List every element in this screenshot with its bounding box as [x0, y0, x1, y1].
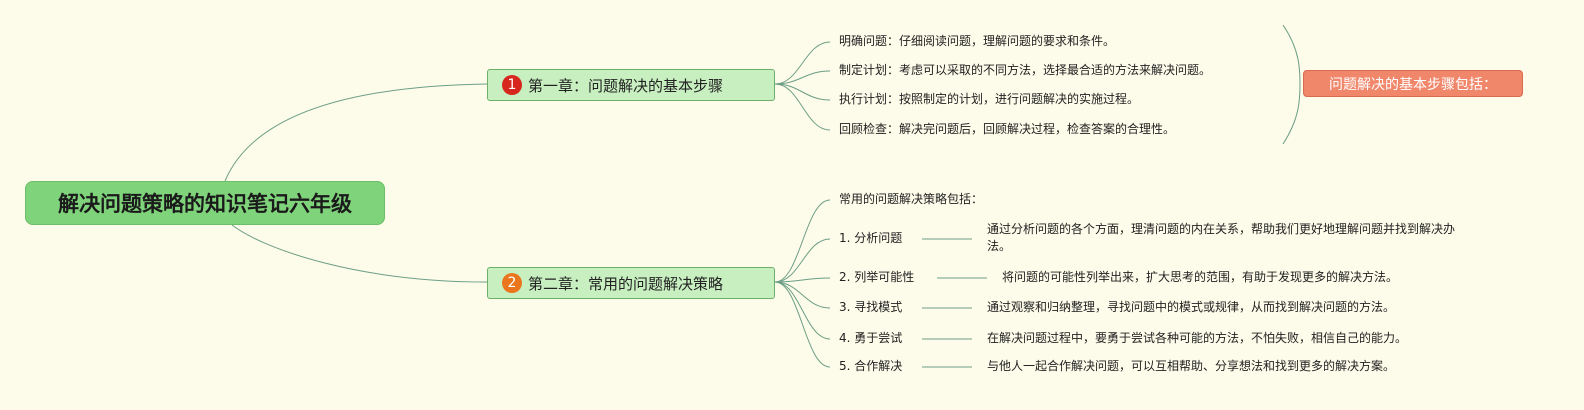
strategy-1-desc[interactable]: 通过分析问题的各个方面，理清问题的内在关系，帮助我们更好地理解问题并找到解决办法… — [987, 222, 1456, 253]
strategy-2-desc[interactable]: 将问题的可能性列举出来，扩大思考的范围，有助于发现更多的解决方法。 — [1002, 270, 1399, 284]
root-title: 解决问题策略的知识笔记六年级 — [58, 192, 352, 216]
chapter1-item-3[interactable]: 执行计划：按照制定的计划，进行问题解决的实施过程。 — [839, 92, 1140, 106]
chapter1-item-2[interactable]: 制定计划：考虑可以采取的不同方法，选择最合适的方法来解决问题。 — [839, 63, 1212, 77]
chapter2-intro[interactable]: 常用的问题解决策略包括： — [839, 192, 984, 206]
link-ch1-item4 — [774, 83, 831, 131]
strategy-3-name[interactable]: 3. 寻找模式 — [839, 300, 903, 314]
strategy-3-desc[interactable]: 通过观察和归纳整理，寻找问题中的模式或规律，从而找到解决问题的方法。 — [987, 300, 1396, 314]
link-ch1-item1 — [774, 41, 831, 85]
strategy-2-name[interactable]: 2. 列举可能性 — [839, 270, 915, 284]
link-ch2-intro — [774, 199, 831, 283]
link-ch2-s3 — [774, 281, 831, 309]
strategy-5-name[interactable]: 5. 合作解决 — [839, 359, 903, 373]
chapter1-number-badge: 1 — [502, 75, 522, 95]
chapter2-title: 第二章：常用的问题解决策略 — [528, 274, 724, 293]
strategy-4-desc[interactable]: 在解决问题过程中，要勇于尝试各种可能的方法，不怕失败，相信自己的能力。 — [987, 331, 1408, 345]
strategy-5-desc[interactable]: 与他人一起合作解决问题，可以互相帮助、分享想法和找到更多的解决方案。 — [987, 359, 1396, 373]
link-ch2-s4 — [774, 281, 831, 340]
chapter1-item-1[interactable]: 明确问题：仔细阅读问题，理解问题的要求和条件。 — [839, 34, 1116, 48]
chapter1-topic[interactable]: 1 第一章：问题解决的基本步骤 — [487, 69, 775, 101]
summary-callout[interactable]: 问题解决的基本步骤包括： — [1303, 70, 1523, 97]
summary-text: 问题解决的基本步骤包括： — [1329, 76, 1497, 93]
chapter1-item-4[interactable]: 回顾检查：解决完问题后，回顾解决过程，检查答案的合理性。 — [839, 122, 1176, 136]
chapter2-number-badge: 2 — [502, 273, 522, 293]
chapter2-topic[interactable]: 2 第二章：常用的问题解决策略 — [487, 267, 775, 299]
link-ch2-s1 — [774, 238, 831, 283]
strategy-4-name[interactable]: 4. 勇于尝试 — [839, 331, 903, 345]
link-root-chapter2 — [231, 224, 488, 283]
link-ch1-item3 — [774, 83, 831, 101]
link-ch2-s2 — [774, 277, 831, 283]
summary-brace — [1282, 24, 1301, 145]
strategy-1-name[interactable]: 1. 分析问题 — [839, 231, 903, 245]
link-ch2-s5 — [774, 281, 831, 368]
link-ch1-item2 — [774, 70, 831, 85]
root-topic[interactable]: 解决问题策略的知识笔记六年级 — [25, 181, 385, 225]
chapter1-title: 第一章：问题解决的基本步骤 — [528, 76, 724, 95]
link-root-chapter1 — [224, 83, 488, 182]
